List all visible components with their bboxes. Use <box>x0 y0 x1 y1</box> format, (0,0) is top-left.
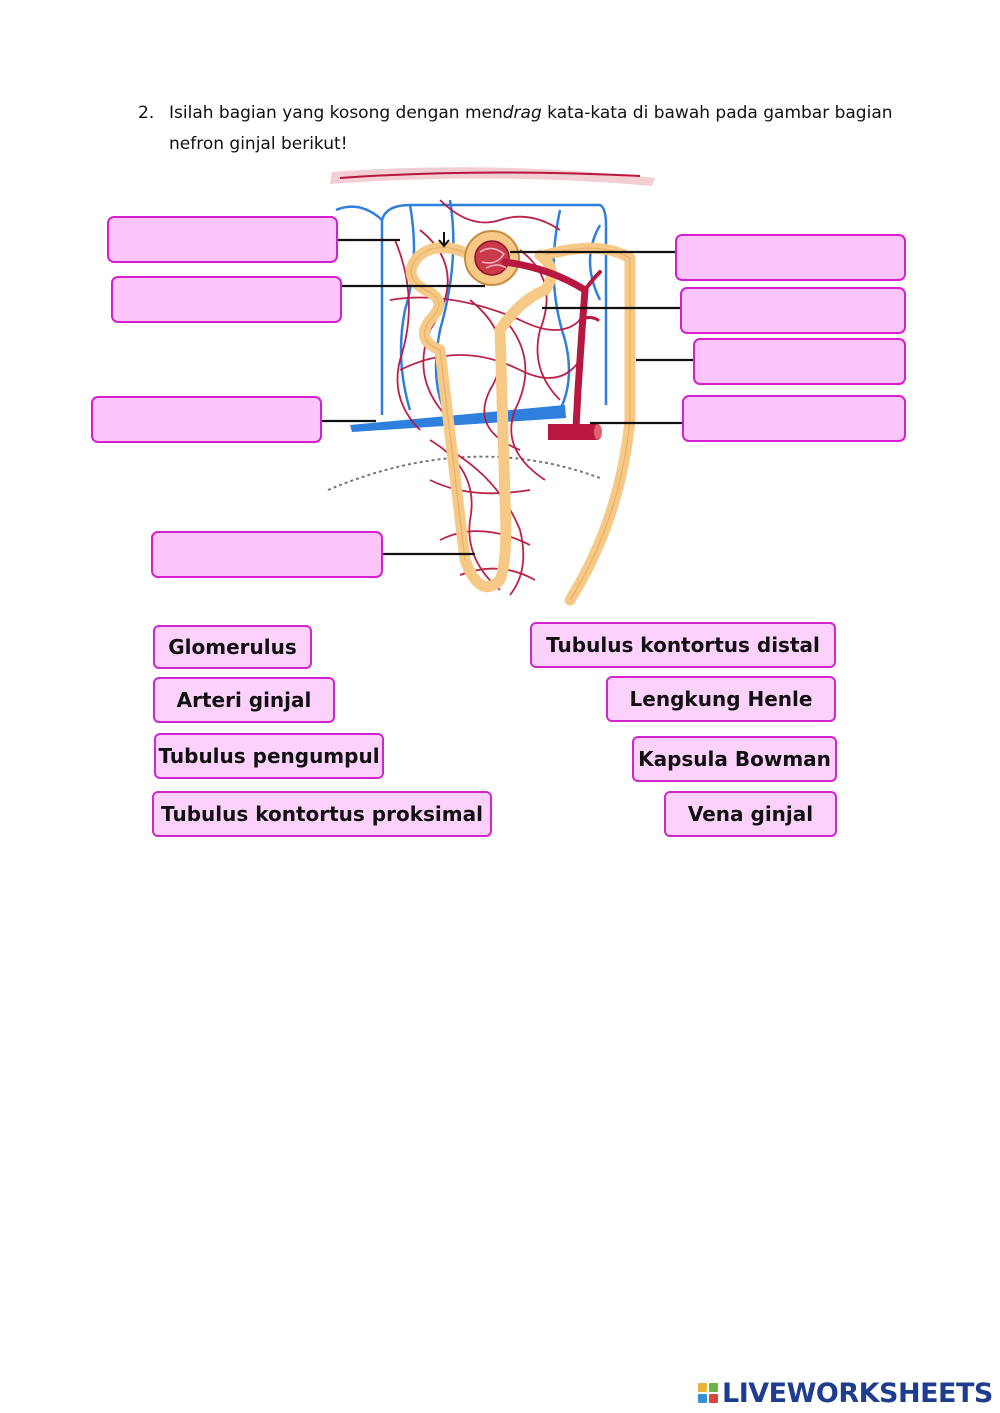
instruction-part: kata-kata di bawah pada gambar bagian <box>541 103 893 123</box>
glomerulus-knot <box>474 240 510 276</box>
drop-target-6[interactable] <box>680 287 906 334</box>
word-vena-ginjal[interactable]: Vena ginjal <box>664 791 837 837</box>
arcuate-artery <box>339 171 641 179</box>
instruction-line-2: nefron ginjal berikut! <box>169 134 348 154</box>
distal-tubule-path <box>494 249 557 336</box>
drop-target-1[interactable] <box>107 216 338 263</box>
drop-target-4[interactable] <box>151 531 383 578</box>
drop-target-8[interactable] <box>682 395 906 442</box>
question-number: 2. <box>138 103 155 123</box>
word-lengkung-henle[interactable]: Lengkung Henle <box>606 676 836 722</box>
renal-artery <box>548 424 598 440</box>
word-arteri-ginjal[interactable]: Arteri ginjal <box>153 677 335 723</box>
venous-network <box>335 199 608 415</box>
cortex-medulla-boundary <box>327 455 601 491</box>
word-tubulus-pengumpul[interactable]: Tubulus pengumpul <box>154 733 384 779</box>
instruction: 2. Isilah bagian yang kosong dengan mend… <box>138 98 898 160</box>
renal-vein <box>350 405 566 432</box>
renal-capsule-band <box>330 167 655 186</box>
nephron-diagram <box>322 167 693 606</box>
word-tubulus-kontortus-distal[interactable]: Tubulus kontortus distal <box>530 622 836 668</box>
brand-logo: LIVEWORKSHEETS <box>698 1377 993 1409</box>
brand-name: LIVEWORKSHEETS <box>722 1377 993 1409</box>
word-glomerulus[interactable]: Glomerulus <box>153 625 312 669</box>
afferent-artery <box>501 258 602 432</box>
instruction-italic: drag <box>502 103 542 123</box>
word-tubulus-kontortus-proksimal[interactable]: Tubulus kontortus proksimal <box>152 791 492 837</box>
drop-target-5[interactable] <box>675 234 906 281</box>
drop-target-3[interactable] <box>91 396 322 443</box>
drop-target-7[interactable] <box>693 338 906 385</box>
leader-lines <box>322 238 693 556</box>
drop-target-2[interactable] <box>111 276 342 323</box>
word-kapsula-bowman[interactable]: Kapsula Bowman <box>632 736 837 782</box>
liveworksheets-logo-icon <box>698 1383 718 1403</box>
instruction-part: Isilah bagian yang kosong dengan men <box>169 103 503 123</box>
instruction-text: Isilah bagian yang kosong dengan mendrag… <box>169 98 898 160</box>
